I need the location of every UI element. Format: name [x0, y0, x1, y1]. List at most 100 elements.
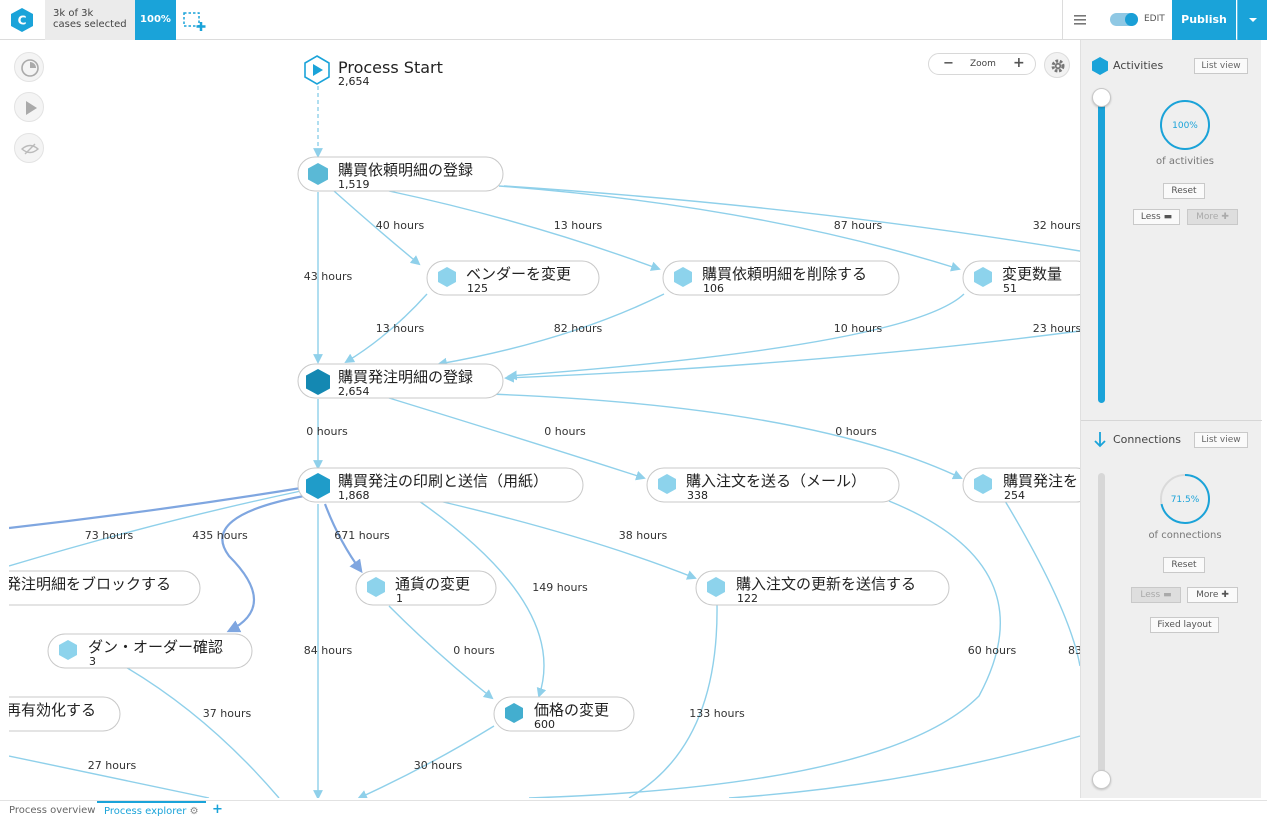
tab-process-explorer[interactable]: Process explorer ⚙ [97, 801, 206, 821]
activity-node[interactable]: ダン・オーダー確認 3 [47, 633, 253, 669]
edit-mode-label: EDIT [1144, 14, 1165, 24]
gear-icon[interactable]: ⚙ [189, 806, 199, 817]
activity-node[interactable]: 価格の変更 600 [493, 696, 635, 732]
fixed-layout-button[interactable]: Fixed layout [1150, 617, 1219, 633]
edge-label: 0 hours [544, 425, 586, 438]
process-graph-canvas[interactable]: 40 hours 13 hours 87 hours 32 hours 43 h… [9, 46, 1080, 798]
edge-n1-n4 [498, 185, 961, 272]
connections-ring: 71.5% [1160, 474, 1210, 524]
edge-n6-n11 [438, 500, 697, 580]
activity-hexagon-icon [674, 267, 692, 287]
activity-node[interactable]: 購買発注の印刷と送信（用紙） 1,868 [297, 467, 584, 503]
activity-node[interactable]: 通貨の変更 1 [355, 570, 497, 606]
edge-label: 40 hours [376, 219, 425, 232]
cases-selection[interactable]: 3k of 3k cases selected [45, 0, 135, 40]
activity-hexagon-icon [974, 474, 992, 494]
connections-title: Connections [1113, 433, 1181, 446]
selection-percent-badge[interactable]: 100% [135, 0, 176, 40]
activity-node[interactable]: 購入注文を送る（メール） 338 [646, 467, 900, 503]
edge-label: 133 hours [689, 707, 745, 720]
activities-reset-button[interactable]: Reset [1163, 183, 1205, 199]
activity-count: 1,519 [338, 178, 370, 191]
connections-reset-button[interactable]: Reset [1163, 557, 1205, 573]
side-panel: Activities List view 100% of activities … [1080, 40, 1262, 798]
activity-node[interactable]: 発注明細をブロックする [9, 570, 201, 606]
edit-mode-toggle[interactable] [1110, 13, 1138, 26]
activity-label: 変更数量 [1002, 265, 1062, 283]
toggle-knob [1125, 13, 1138, 26]
connections-slider-handle[interactable] [1092, 770, 1111, 789]
activity-node[interactable]: 購入注文の更新を送信する 122 [695, 570, 950, 606]
add-tab-button[interactable]: + [212, 802, 223, 817]
activity-count: 51 [1003, 282, 1017, 295]
activity-label: 通貨の変更 [395, 575, 470, 593]
edge-n5-n7 [388, 397, 646, 481]
edge-label: 37 hours [203, 707, 252, 720]
activities-slider-handle[interactable] [1092, 88, 1111, 107]
connections-ring-value: 71.5% [1171, 495, 1200, 505]
activity-node[interactable]: ベンダーを変更 125 [426, 260, 600, 296]
zoom-in-button[interactable]: + [1013, 55, 1025, 71]
tab-label: Process explorer [104, 806, 187, 817]
activities-less-button[interactable]: Less ▬ [1133, 209, 1180, 225]
activity-count: 600 [534, 718, 555, 731]
panel-divider [1081, 420, 1262, 421]
edge-n6-n9 [9, 490, 302, 567]
eye-slash-icon [20, 143, 40, 155]
process-graph[interactable]: 40 hours 13 hours 87 hours 32 hours 43 h… [9, 46, 1080, 798]
edge-label: 27 hours [88, 759, 137, 772]
activity-label: ベンダーを変更 [466, 265, 571, 283]
activity-label: 購入注文を送る（メール） [686, 472, 866, 490]
edge-n8-bottom [998, 490, 1080, 667]
tab-process-overview[interactable]: Process overview [9, 805, 96, 816]
hamburger-menu-icon[interactable] [1072, 13, 1088, 27]
publish-button[interactable]: Publish [1172, 0, 1236, 40]
activity-node[interactable]: 変更数量 51 [962, 260, 1080, 296]
connections-slider[interactable] [1098, 473, 1105, 778]
zoom-out-button[interactable]: − [943, 56, 954, 71]
activities-slider[interactable] [1098, 95, 1105, 403]
edge-label: 84 hours [304, 644, 353, 657]
edge-label: 149 hours [532, 581, 588, 594]
activity-count: 2,654 [338, 385, 370, 398]
timer-icon [21, 59, 39, 77]
activity-label: 購入注文の更新を送信する [736, 575, 916, 593]
play-animation-button[interactable] [14, 92, 44, 122]
connections-more-button[interactable]: More ✚ [1187, 587, 1238, 603]
edge-n1-n3 [388, 190, 661, 271]
activity-count: 122 [737, 592, 758, 605]
start-count: 2,654 [338, 75, 370, 88]
activity-node[interactable]: 購買発注を 254 [962, 467, 1080, 503]
play-icon [313, 64, 323, 76]
top-bar: C 3k of 3k cases selected 100% EDIT Publ… [0, 0, 1267, 40]
activity-node[interactable]: 購買依頼明細の登録 1,519 [297, 156, 504, 192]
edge-n11-bottom [628, 603, 718, 798]
activity-hexagon-icon [438, 267, 456, 287]
activity-hexagon-icon [658, 474, 676, 494]
connections-less-button[interactable]: Less ▬ [1131, 587, 1181, 603]
activities-more-button[interactable]: More ✚ [1187, 209, 1238, 225]
zoom-control: − Zoom + [928, 53, 1036, 75]
activity-node[interactable]: 再有効化する [9, 696, 121, 732]
add-selection-icon[interactable] [183, 12, 207, 32]
celonis-logo-icon[interactable]: C [11, 8, 33, 32]
activity-hexagon-icon [306, 473, 330, 499]
graph-settings-button[interactable] [1044, 52, 1070, 78]
edge-n2-n5 [344, 293, 428, 364]
activity-node[interactable]: 購買発注明細の登録 2,654 [297, 363, 504, 399]
edge-label: 23 hours [1033, 322, 1080, 335]
visibility-button[interactable] [14, 133, 44, 163]
publish-options-button[interactable] [1237, 0, 1267, 40]
gear-icon [1051, 59, 1065, 73]
activities-list-view-button[interactable]: List view [1194, 58, 1248, 74]
process-start-node[interactable]: Process Start 2,654 [304, 55, 443, 88]
edge-n6-n12 [221, 494, 305, 633]
animation-button[interactable] [14, 52, 44, 82]
activity-count: 1 [396, 592, 403, 605]
activity-hexagon-icon [59, 640, 77, 660]
activity-count: 3 [89, 655, 96, 668]
activity-node[interactable]: 購買依頼明細を削除する 106 [662, 260, 900, 296]
plus-icon: ✚ [1221, 590, 1229, 600]
connections-list-view-button[interactable]: List view [1194, 432, 1248, 448]
activities-ring-caption: of activities [1156, 156, 1214, 167]
